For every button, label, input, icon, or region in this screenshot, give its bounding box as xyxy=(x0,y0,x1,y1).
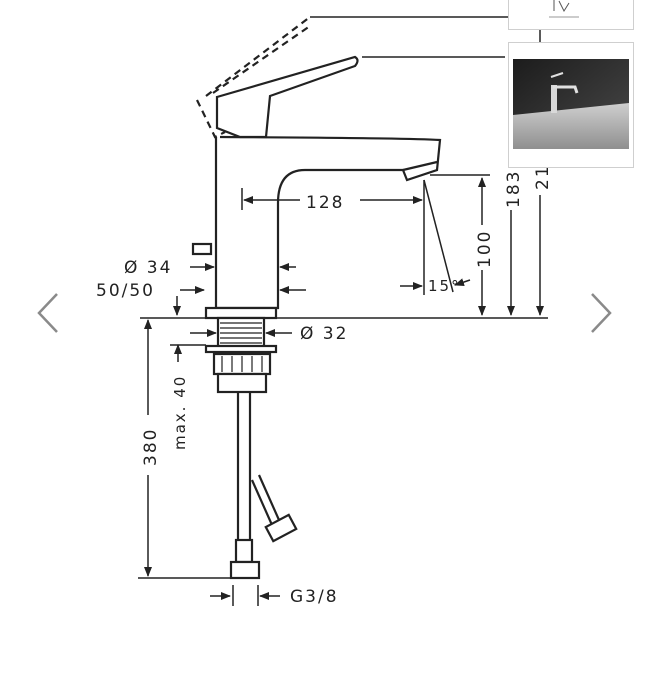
dim-waste-connection: 50/50 xyxy=(96,281,155,301)
next-button[interactable] xyxy=(586,290,616,336)
prev-button[interactable] xyxy=(33,290,63,336)
drawing-preview-icon xyxy=(549,0,579,18)
faucet-outline xyxy=(191,16,508,580)
faucet-photo-icon xyxy=(513,59,629,149)
thumbnail-product-photo[interactable] xyxy=(508,42,634,168)
dim-overall-height: 183 xyxy=(504,170,524,208)
dim-thread: G3/8 xyxy=(290,587,339,607)
dimension-lines xyxy=(138,28,548,606)
dim-mount-diameter: Ø 32 xyxy=(300,324,348,344)
dim-spout-reach: 128 xyxy=(306,193,344,213)
dim-spout-height: 100 xyxy=(475,230,495,268)
dim-body-diameter: Ø 34 xyxy=(124,258,172,278)
chevron-right-icon xyxy=(591,293,612,333)
dim-total-height: 21 xyxy=(533,164,553,190)
chevron-left-icon xyxy=(37,293,58,333)
dim-spout-angle: 15° xyxy=(428,277,461,295)
thumbnail-drawing[interactable] xyxy=(508,0,634,30)
dim-hose-length: 380 xyxy=(141,428,161,466)
dim-mount-thickness: max. 40 xyxy=(171,375,189,450)
